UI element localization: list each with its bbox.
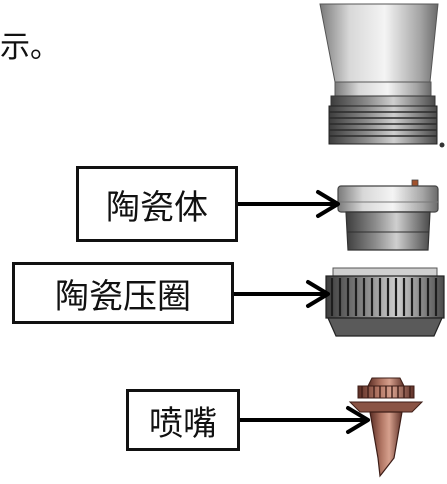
nozzle-part xyxy=(348,377,424,478)
ceramic-body-part xyxy=(337,179,439,251)
nozzle-label: 喷嘴 xyxy=(126,389,240,451)
housing-body-part xyxy=(319,3,445,148)
arrow-to-ceramic-ring xyxy=(234,280,330,308)
ceramic-ring-label: 陶瓷压圈 xyxy=(12,262,234,324)
caption-text: 示。 xyxy=(0,30,60,65)
ceramic-ring-part xyxy=(325,267,445,337)
arrow-to-nozzle xyxy=(240,406,370,434)
arrow-to-ceramic-body xyxy=(238,190,340,218)
ceramic-body-label: 陶瓷体 xyxy=(76,166,238,242)
